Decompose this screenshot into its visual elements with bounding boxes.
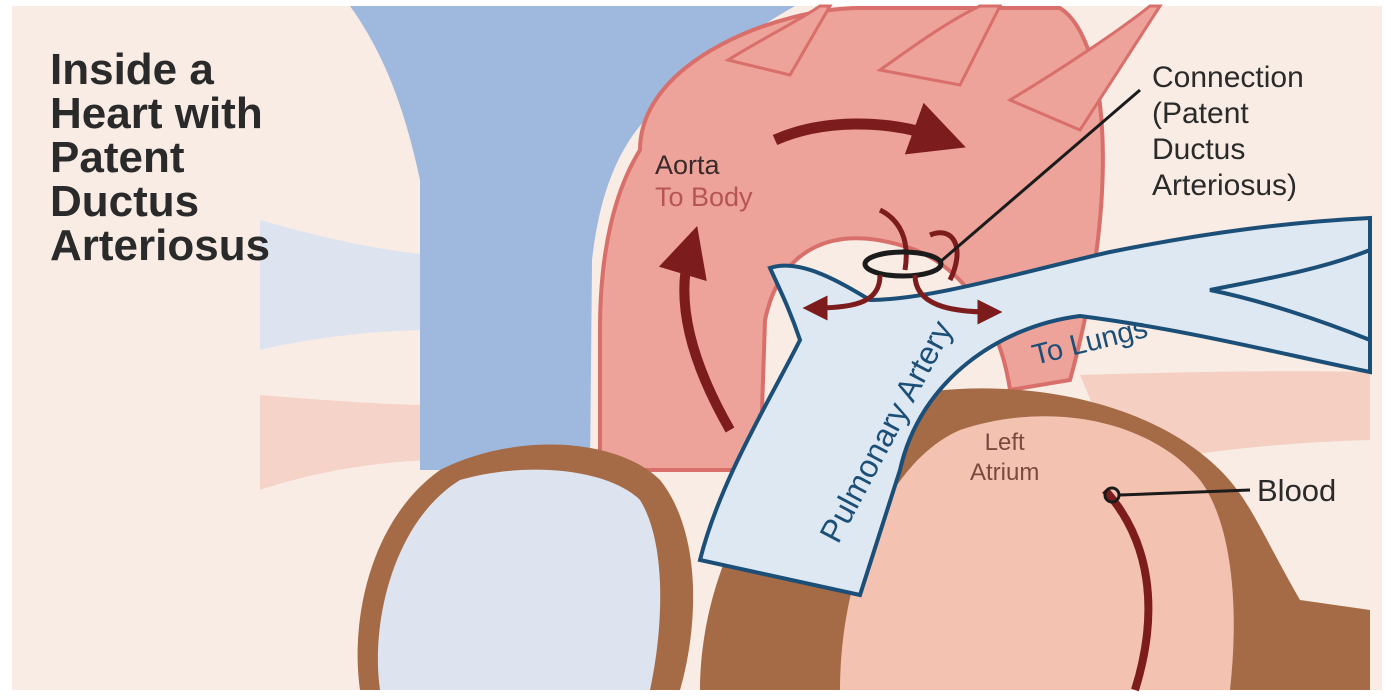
diagram-title: Inside a Heart with Patent Ductus Arteri… <box>50 48 270 268</box>
left-atrium-label-line: Left <box>970 428 1039 458</box>
connection-label-line: Arteriosus) <box>1152 168 1304 204</box>
connection-label-line: Connection <box>1152 60 1304 96</box>
left-atrium-label: Left Atrium <box>970 428 1039 488</box>
aorta-label: Aorta <box>655 150 720 181</box>
left-atrium-label-line: Atrium <box>970 458 1039 488</box>
connection-label-line: (Patent <box>1152 96 1304 132</box>
title-line: Ductus <box>50 180 270 224</box>
title-line: Inside a <box>50 48 270 92</box>
to-body-label: To Body <box>655 182 753 213</box>
title-line: Heart with <box>50 92 270 136</box>
blood-label: Blood <box>1257 473 1336 509</box>
title-line: Arteriosus <box>50 224 270 268</box>
connection-label: Connection (Patent Ductus Arteriosus) <box>1152 60 1304 204</box>
title-line: Patent <box>50 136 270 180</box>
connection-label-line: Ductus <box>1152 132 1304 168</box>
